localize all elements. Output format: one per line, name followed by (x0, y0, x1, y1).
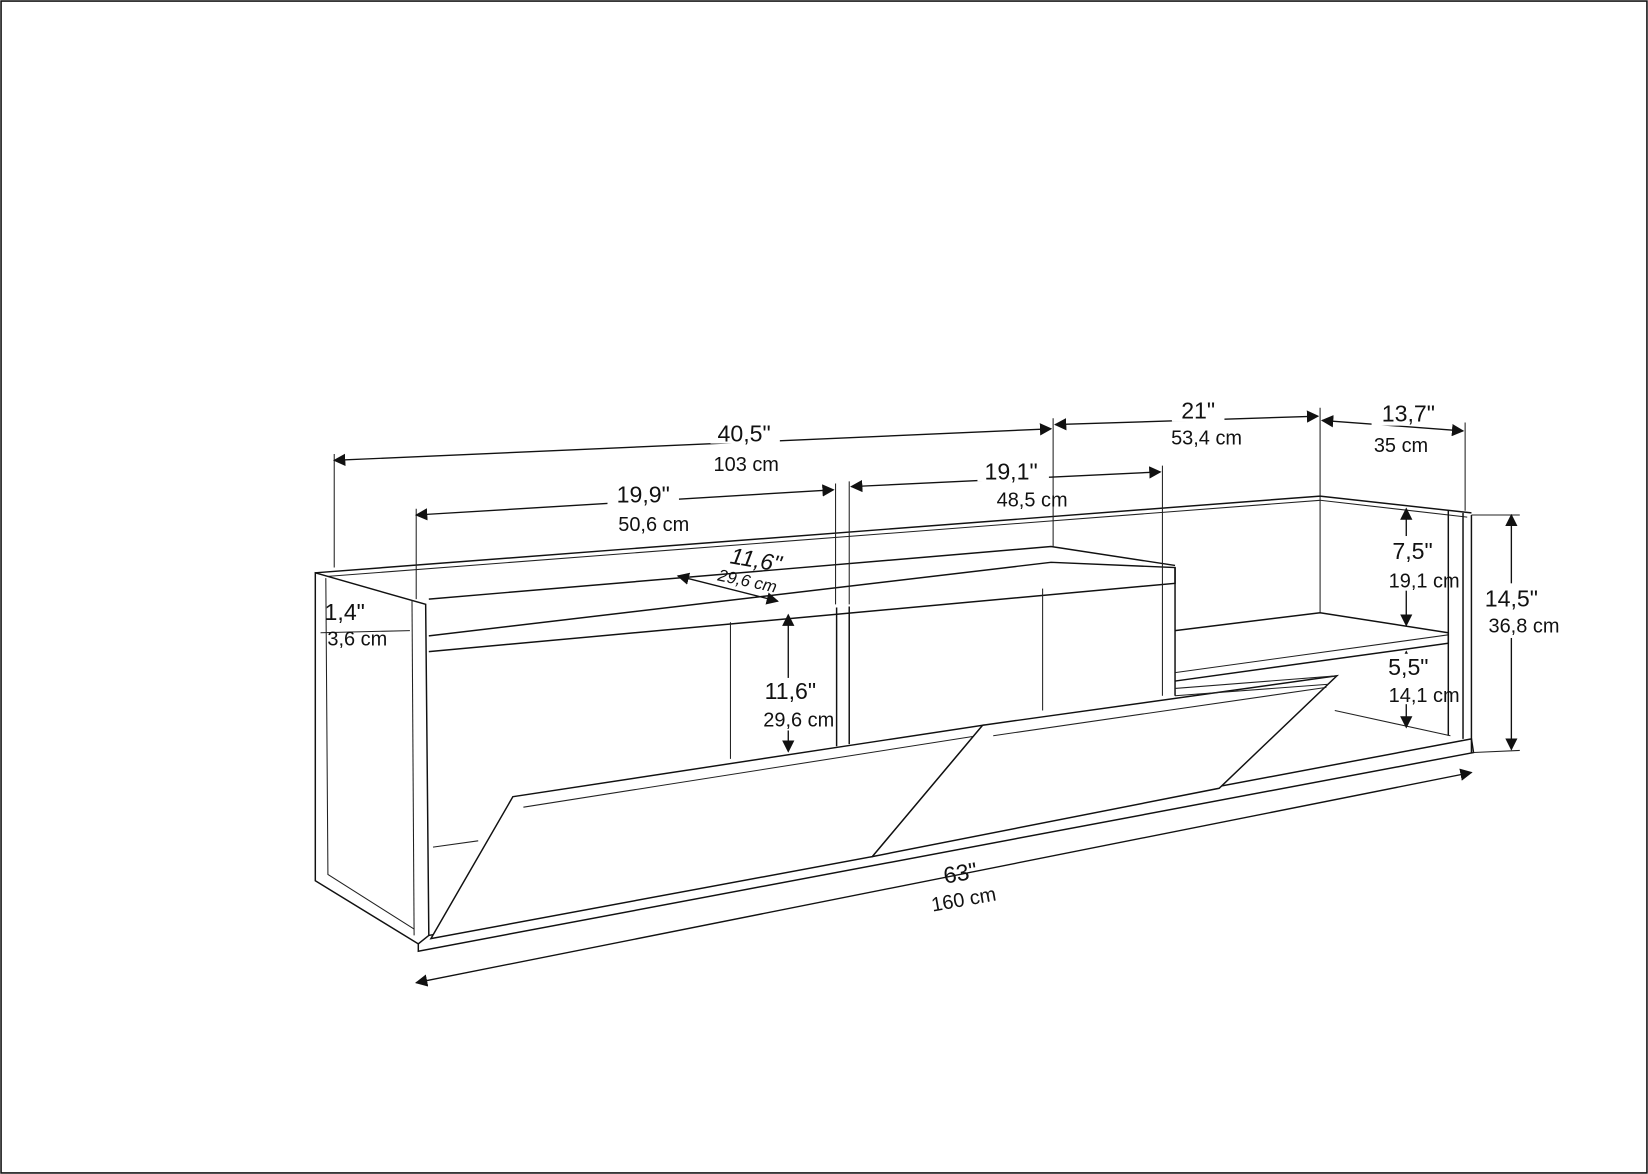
left-panel-inner-line (325, 578, 415, 930)
dim-40-5-cm: 103 cm (714, 454, 779, 476)
dim-line-panel-thickness (320, 630, 410, 634)
right-shelf-front (1174, 634, 1449, 674)
dim-19-1-in: 19,1" (984, 458, 1037, 484)
right-flap-edge (993, 686, 1327, 737)
dim-14-5-cm: 36,8 cm (1488, 616, 1559, 638)
left-panel-front-edge (411, 600, 415, 936)
dim-panel-thickness-in: 1,4" (325, 599, 365, 625)
dim-21-cm: 53,4 cm (1171, 428, 1242, 450)
right-side-panel (1447, 510, 1473, 753)
dim-40-5-in: 40,5" (718, 420, 771, 446)
dim-14-5-in: 14,5" (1485, 585, 1538, 611)
dim-13-7-in: 13,7" (1382, 400, 1435, 426)
dim-13-7-cm: 35 cm (1374, 435, 1428, 457)
dim-19-9-in: 19,9" (617, 481, 670, 507)
dim-compartment-height-cm: 29,6 cm (763, 709, 834, 731)
flap-hinge-rail (1174, 675, 1337, 697)
dim-7-5-cm: 19,1 cm (1389, 571, 1460, 593)
dim-line-40-5 (332, 423, 1053, 467)
dimension-labels: 40,5" 103 cm 21" 53,4 cm 13,7" 35 cm 19,… (325, 396, 1575, 917)
dim-19-9-cm: 50,6 cm (618, 514, 689, 536)
dim-19-1-cm: 48,5 cm (997, 490, 1068, 512)
top-box-top (428, 545, 1176, 600)
dim-21-in: 21" (1181, 397, 1215, 423)
divider-center (835, 606, 850, 747)
dim-7-5-in: 7,5" (1392, 538, 1432, 564)
dim-5-5-in: 5,5" (1388, 654, 1428, 680)
dim-5-5-cm: 14,1 cm (1389, 685, 1460, 707)
dim-line-63 (414, 768, 1473, 987)
dim-panel-thickness-cm: 3,6 cm (327, 628, 387, 650)
dim-compartment-height-in: 11,6" (765, 678, 816, 704)
dim-63-in: 63" (941, 857, 979, 888)
dim-line-shelf-depth (676, 572, 779, 605)
